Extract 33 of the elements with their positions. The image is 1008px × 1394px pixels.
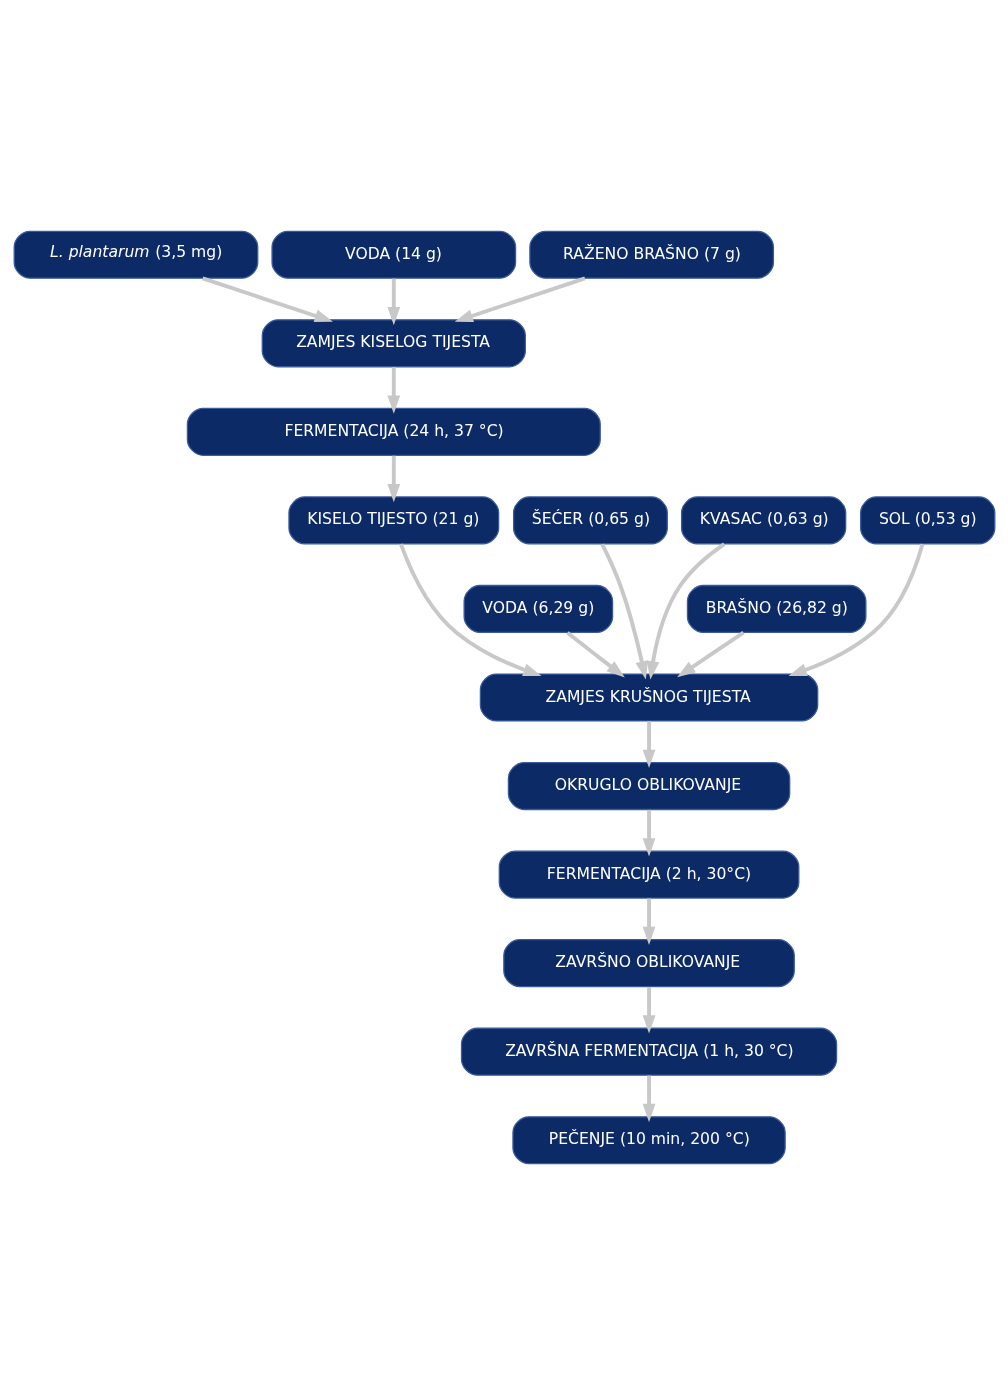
node-box: KISELO TIJESTO (21 g) bbox=[287, 495, 499, 544]
arrow bbox=[642, 898, 655, 945]
node-box: RAŽENO BRAŠNO (7 g) bbox=[528, 230, 774, 279]
arrow bbox=[642, 1075, 655, 1122]
node-box: ZAVRŠNO OBLIKOVANJE bbox=[502, 938, 795, 987]
node-box: ZAVRŠNA FERMENTACIJA (1 h, 30 °C) bbox=[460, 1027, 837, 1076]
node-box: VODA (6,29 g) bbox=[463, 584, 613, 633]
arrow bbox=[787, 543, 924, 676]
node-box: ZAMJES KRUŠNOG TIJESTA bbox=[479, 672, 818, 722]
arrow bbox=[565, 630, 625, 677]
node-box: KVASAC (0,63 g) bbox=[680, 495, 846, 544]
arrow bbox=[642, 720, 655, 768]
arrow bbox=[386, 455, 400, 502]
node-box: BRAŠNO (26,82 g) bbox=[686, 584, 866, 633]
node-box: PEČENJE (10 min, 200 °C) bbox=[511, 1115, 786, 1164]
arrow bbox=[386, 366, 400, 414]
arrow bbox=[386, 278, 400, 325]
node-box: FERMENTACIJA (24 h, 37 °C) bbox=[186, 407, 601, 456]
node-box: FERMENTACIJA (2 h, 30°C) bbox=[498, 850, 799, 899]
arrow bbox=[646, 542, 725, 680]
arrow bbox=[642, 986, 655, 1034]
node-box: L. plantarum (3,5 mg) bbox=[13, 230, 258, 279]
arrow bbox=[454, 275, 586, 322]
node-box: ŠEĆER (0,65 g) bbox=[512, 495, 668, 544]
node-box: SOL (0,53 g) bbox=[859, 495, 995, 544]
node-box: VODA (14 g) bbox=[270, 230, 516, 279]
node-box: OKRUGLO OBLIKOVANJE bbox=[507, 761, 790, 810]
arrow bbox=[642, 809, 655, 856]
node-box: ZAMJES KISELOG TIJESTA bbox=[261, 318, 526, 367]
arrow bbox=[201, 275, 333, 322]
arrow bbox=[600, 542, 648, 680]
arrow bbox=[398, 542, 541, 676]
arrow bbox=[676, 630, 745, 677]
